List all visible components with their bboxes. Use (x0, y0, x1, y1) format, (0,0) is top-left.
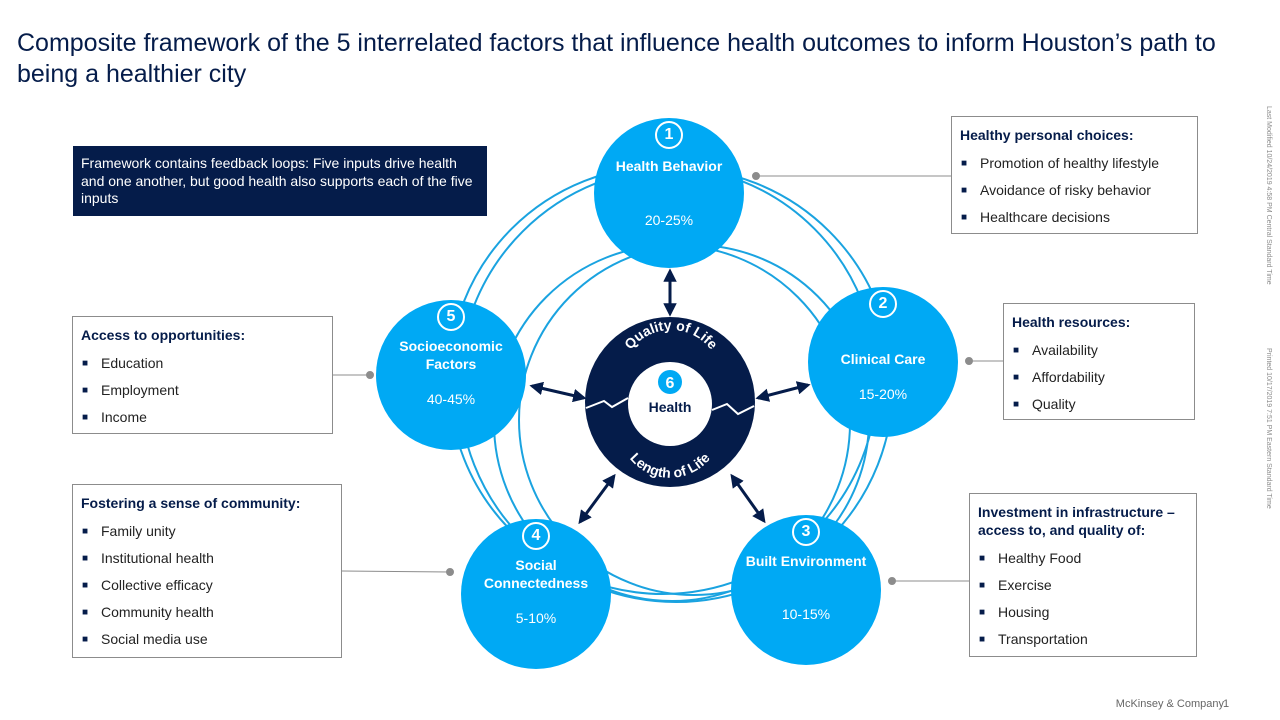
factor-number: 3 (792, 518, 820, 546)
list-item: ■Avoidance of risky behavior (960, 177, 1189, 204)
bullet-icon: ■ (1013, 399, 1020, 410)
arrow-socio-health (529, 381, 587, 403)
list-item: ■Availability (1012, 337, 1186, 364)
bullet-icon: ■ (82, 385, 89, 396)
bullet-icon: ■ (979, 607, 986, 618)
list-item: ■Income (81, 404, 324, 431)
factor-name: Socioeconomic Factors (399, 338, 503, 372)
center-number-badge (658, 370, 682, 394)
box-heading: Access to opportunities: (81, 327, 246, 343)
bullet-icon: ■ (979, 580, 986, 591)
list-item: ■Healthy Food (978, 545, 1188, 572)
box-list: ■Family unity ■Institutional health ■Col… (81, 518, 333, 653)
page-number: 1 (1223, 698, 1230, 710)
list-item: ■Healthcare decisions (960, 204, 1189, 231)
factor-share: 20-25% (644, 212, 694, 228)
bullet-icon: ■ (82, 553, 89, 564)
center-divider-right (711, 402, 755, 416)
factor-name: Social Connectedness (483, 557, 589, 591)
box-list: ■Education ■Employment ■Income (81, 350, 324, 431)
factor-share: 10-15% (781, 606, 831, 622)
box-heading: Fostering a sense of community: (81, 495, 301, 511)
factor-share: 5-10% (515, 610, 557, 626)
factor-share: 40-45% (426, 391, 476, 407)
list-item: ■Employment (81, 377, 324, 404)
list-item: ■Quality (1012, 391, 1186, 418)
connector-social (341, 570, 451, 573)
bullet-icon: ■ (82, 607, 89, 618)
box-socioeconomic: Access to opportunities: ■Education ■Emp… (72, 316, 333, 434)
list-item: ■Housing (978, 599, 1188, 626)
printed-note: Printed 10/17/2019 7:51 PM Eastern Stand… (1265, 348, 1272, 509)
box-health-behavior: Healthy personal choices: ■Promotion of … (951, 116, 1198, 234)
factor-clinical-care: 2 Clinical Care 15-20% (808, 287, 958, 437)
list-item: ■Education (81, 350, 324, 377)
bullet-icon: ■ (82, 580, 89, 591)
last-modified-note: Last Modified 10/24/2019 4:58 PM Central… (1265, 106, 1272, 285)
page-title: Composite framework of the 5 interrelate… (17, 29, 1216, 88)
box-heading: Healthy personal choices: (960, 127, 1134, 143)
bullet-icon: ■ (979, 634, 986, 645)
box-list: ■Promotion of healthy lifestyle ■Avoidan… (960, 150, 1189, 231)
box-heading: Investment in infrastructure – access to… (978, 504, 1175, 538)
box-list: ■Availability ■Affordability ■Quality (1012, 337, 1186, 418)
center-label: Health (649, 399, 692, 415)
arrow-clinical-health (755, 381, 811, 402)
health-center-core (628, 362, 712, 446)
list-item: ■Transportation (978, 626, 1188, 653)
bullet-icon: ■ (1013, 372, 1020, 383)
bullet-icon: ■ (82, 412, 89, 423)
footer-company: McKinsey & Company (1115, 698, 1224, 710)
bullet-icon: ■ (961, 212, 968, 223)
factor-number: 1 (655, 121, 683, 149)
list-item: ■Collective efficacy (81, 572, 333, 599)
factor-social-connectedness: 4 Social Connectedness 5-10% (461, 519, 611, 669)
bullet-icon: ■ (961, 158, 968, 169)
box-clinical-care: Health resources: ■Availability ■Afforda… (1003, 303, 1195, 420)
bullet-icon: ■ (961, 185, 968, 196)
list-item: ■Affordability (1012, 364, 1186, 391)
factor-built-environment: 3 Built Environment 10-15% (731, 515, 881, 665)
center-number: 6 (666, 375, 675, 392)
factor-name: Clinical Care (840, 351, 926, 367)
factor-share: 15-20% (858, 386, 908, 402)
list-item: ■Promotion of healthy lifestyle (960, 150, 1189, 177)
arrow-built-health (730, 473, 766, 524)
bullet-icon: ■ (82, 526, 89, 537)
factor-number: 5 (437, 303, 465, 331)
bullet-icon: ■ (1013, 345, 1020, 356)
factor-socioeconomic: 5 Socioeconomic Factors 40-45% (376, 300, 526, 450)
factor-number: 2 (869, 290, 897, 318)
center-divider-left (585, 397, 629, 409)
factor-name: Health Behavior (615, 158, 723, 174)
factor-name: Built Environment (745, 553, 867, 569)
connector-behavior-dot (752, 172, 760, 180)
connector-social-dot (446, 568, 454, 576)
list-item: ■Social media use (81, 626, 333, 653)
factor-health-behavior: 1 Health Behavior 20-25% (594, 118, 744, 268)
bullet-icon: ■ (979, 553, 986, 564)
connector-socio-dot (366, 371, 374, 379)
factor-number: 4 (522, 522, 550, 550)
connector-clinical-dot (965, 357, 973, 365)
list-item: ■Exercise (978, 572, 1188, 599)
bullet-icon: ■ (82, 358, 89, 369)
box-list: ■Healthy Food ■Exercise ■Housing ■Transp… (978, 545, 1188, 653)
connector-built-dot (888, 577, 896, 585)
box-built-environment: Investment in infrastructure – access to… (969, 493, 1197, 657)
arrow-social-health (578, 473, 616, 525)
bullet-icon: ■ (82, 634, 89, 645)
list-item: ■Institutional health (81, 545, 333, 572)
list-item: ■Family unity (81, 518, 333, 545)
box-heading: Health resources: (1012, 314, 1131, 330)
box-social-connectedness: Fostering a sense of community: ■Family … (72, 484, 342, 658)
feedback-loop-note: Framework contains feedback loops: Five … (73, 146, 487, 216)
list-item: ■Community health (81, 599, 333, 626)
